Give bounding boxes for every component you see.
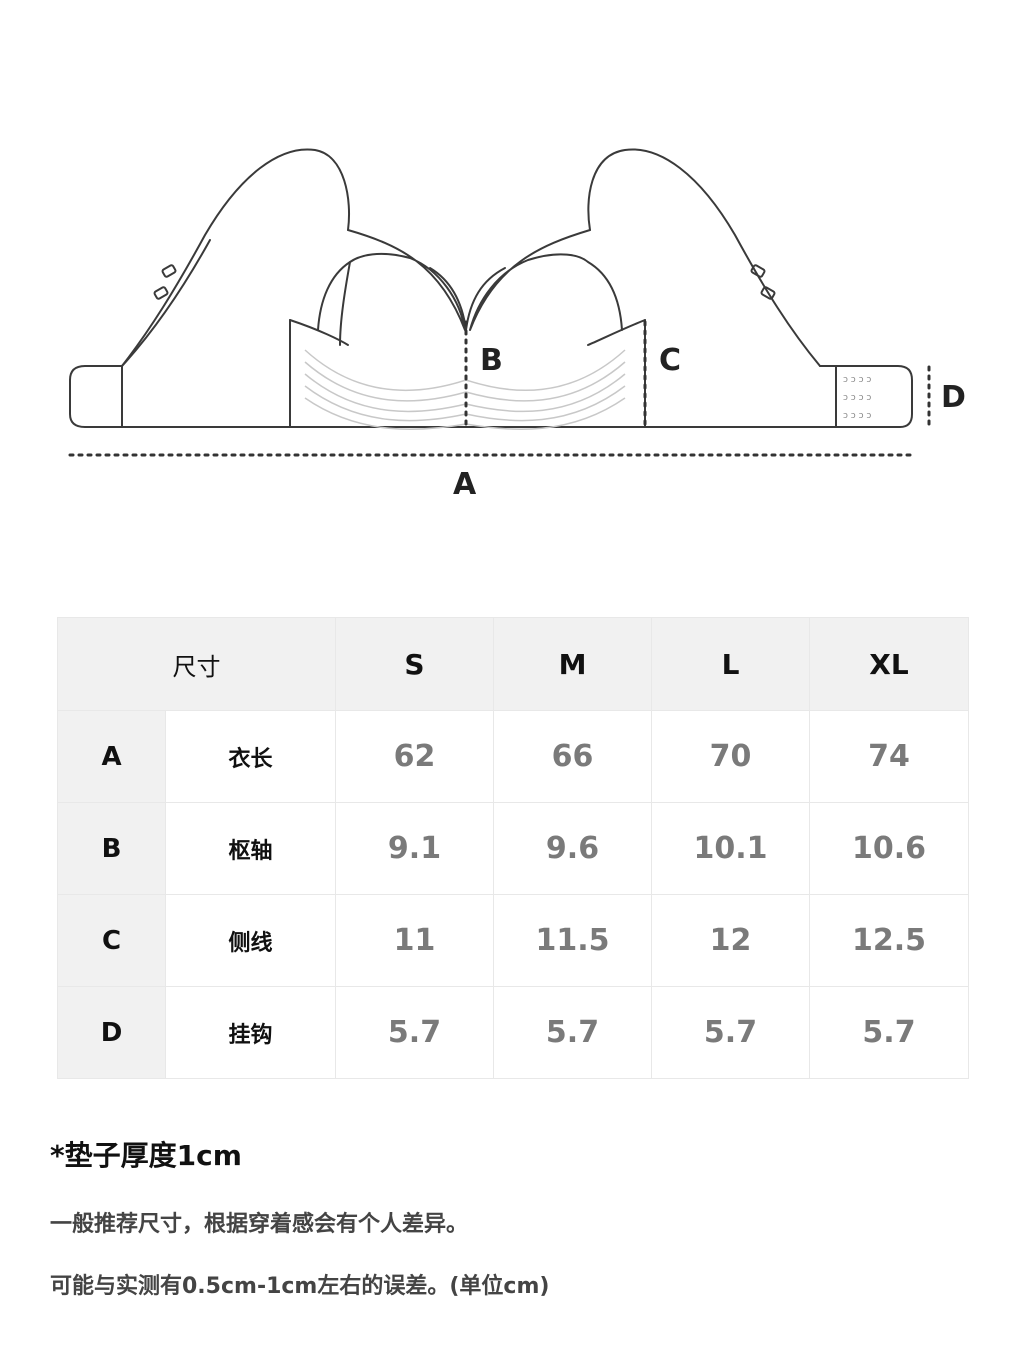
dim-label-b: B bbox=[480, 343, 503, 378]
band-right bbox=[644, 365, 913, 428]
row-name: 衣长 bbox=[165, 710, 336, 803]
left-cup bbox=[317, 229, 466, 331]
cell-value: 5.7 bbox=[651, 986, 810, 1079]
cell-value: 10.6 bbox=[809, 802, 969, 895]
dim-label-d: D bbox=[941, 380, 966, 415]
size-table: 尺寸 S M L XL A 衣长 62 66 70 74 B 枢轴 9.1 9.… bbox=[57, 617, 969, 1079]
cell-value: 5.7 bbox=[335, 986, 494, 1079]
bra-outline-drawing: ɔ ɔ ɔ ɔ ɔ ɔ ɔ ɔ ɔ ɔ ɔ ɔ bbox=[68, 148, 931, 457]
row-code: D bbox=[57, 986, 166, 1079]
cell-value: 11.5 bbox=[493, 894, 652, 987]
row-code: B bbox=[57, 802, 166, 895]
right-cup bbox=[469, 229, 623, 331]
table-row: B 枢轴 9.1 9.6 10.1 10.6 bbox=[57, 802, 969, 895]
fit-note: 一般推荐尺寸，根据穿着感会有个人差异。 bbox=[50, 1212, 469, 1237]
header-size-l: L bbox=[651, 617, 810, 711]
cell-value: 70 bbox=[651, 710, 810, 803]
cell-value: 9.6 bbox=[493, 802, 652, 895]
svg-text:ɔ ɔ ɔ ɔ: ɔ ɔ ɔ ɔ bbox=[843, 393, 871, 403]
cell-value: 9.1 bbox=[335, 802, 494, 895]
cell-value: 5.7 bbox=[493, 986, 652, 1079]
header-size-xl: XL bbox=[809, 617, 969, 711]
svg-text:ɔ ɔ ɔ ɔ: ɔ ɔ ɔ ɔ bbox=[843, 375, 871, 385]
cell-value: 74 bbox=[809, 710, 969, 803]
dim-label-c: C bbox=[659, 343, 682, 378]
header-size-m: M bbox=[493, 617, 652, 711]
left-strap-inner bbox=[121, 239, 211, 367]
cell-value: 12.5 bbox=[809, 894, 969, 987]
cell-value: 10.1 bbox=[651, 802, 810, 895]
cell-value: 66 bbox=[493, 710, 652, 803]
row-name: 挂钩 bbox=[165, 986, 336, 1079]
garment-diagram: ɔ ɔ ɔ ɔ ɔ ɔ ɔ ɔ ɔ ɔ ɔ ɔ A B C D bbox=[0, 0, 1024, 520]
dim-label-a: A bbox=[453, 467, 477, 502]
tolerance-note: 可能与实测有0.5cm-1cm左右的误差。(单位cm) bbox=[50, 1274, 550, 1299]
table-header-row: 尺寸 S M L XL bbox=[57, 617, 969, 711]
cell-value: 11 bbox=[335, 894, 494, 987]
left-strap bbox=[121, 148, 351, 367]
header-size-s: S bbox=[335, 617, 494, 711]
table-row: C 侧线 11 11.5 12 12.5 bbox=[57, 894, 969, 987]
svg-text:ɔ ɔ ɔ ɔ: ɔ ɔ ɔ ɔ bbox=[843, 411, 871, 421]
cell-value: 5.7 bbox=[809, 986, 969, 1079]
row-name: 侧线 bbox=[165, 894, 336, 987]
row-code: A bbox=[57, 710, 166, 803]
pad-thickness-note: *垫子厚度1cm bbox=[50, 1139, 242, 1172]
row-code: C bbox=[57, 894, 166, 987]
right-strap bbox=[587, 148, 821, 367]
table-row: A 衣长 62 66 70 74 bbox=[57, 710, 969, 803]
row-name: 枢轴 bbox=[165, 802, 336, 895]
header-size-label: 尺寸 bbox=[57, 617, 336, 711]
cell-value: 62 bbox=[335, 710, 494, 803]
band-left bbox=[69, 365, 291, 428]
cell-value: 12 bbox=[651, 894, 810, 987]
table-row: D 挂钩 5.7 5.7 5.7 5.7 bbox=[57, 986, 969, 1079]
